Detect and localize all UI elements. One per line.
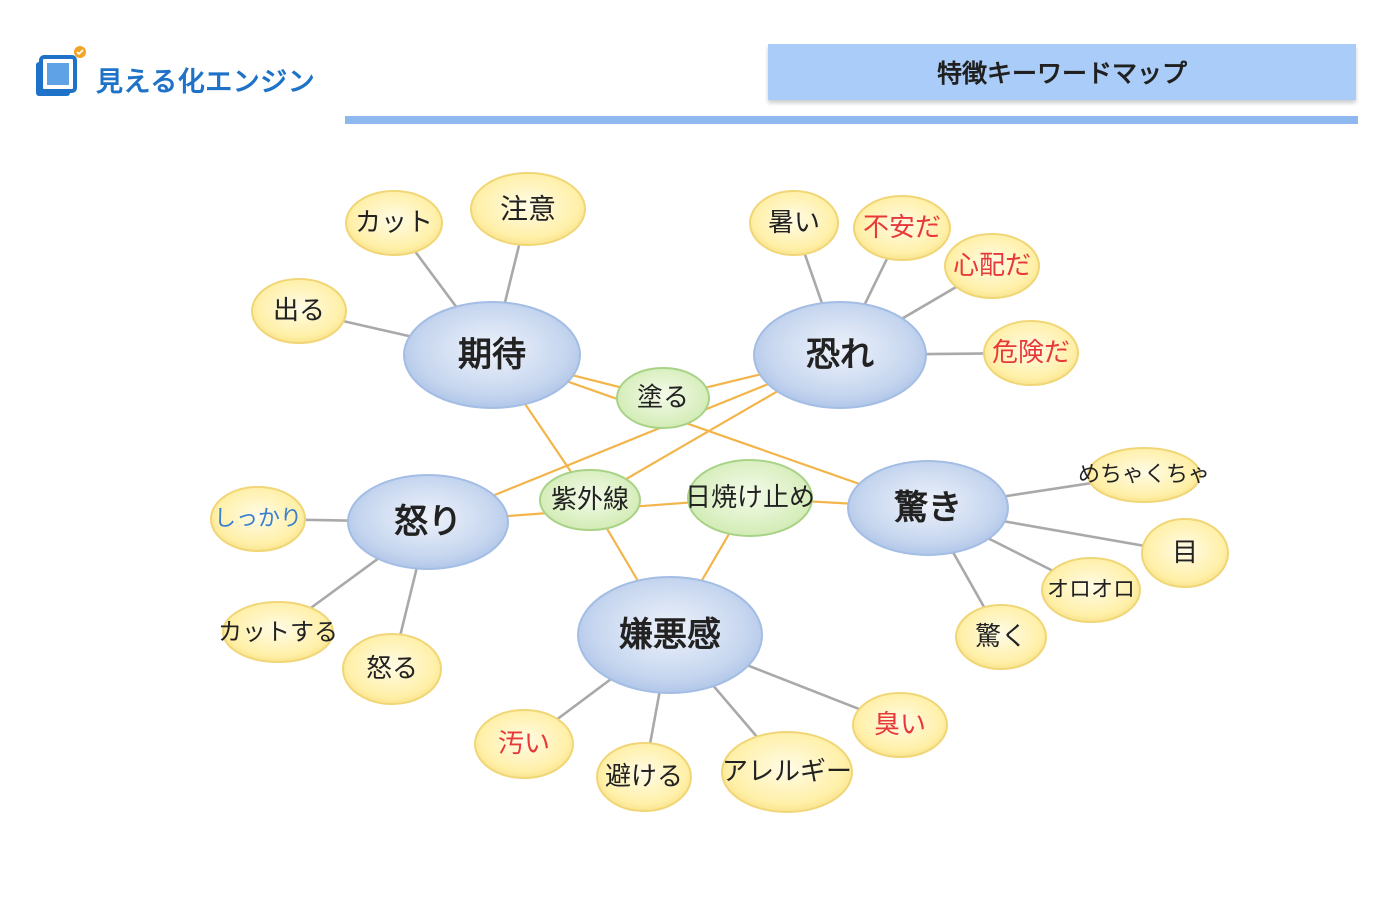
hub-node-ikari: 怒り — [347, 474, 509, 570]
leaf-node-l_kiken: 危険だ — [983, 320, 1079, 386]
hub-node-kitai: 期待 — [403, 301, 581, 409]
hub-node-osore: 恐れ — [753, 301, 927, 409]
leaf-node-l_me: 目 — [1141, 518, 1229, 588]
leaf-node-l_atsui: 暑い — [749, 190, 839, 256]
leaf-bubble — [470, 172, 586, 246]
leaf-node-l_kusai: 臭い — [852, 692, 948, 758]
leaf-label: 怒る — [366, 654, 418, 684]
hub-node-odoroki: 驚き — [847, 460, 1009, 556]
leaf-label: カット — [355, 208, 433, 238]
leaf-label: 驚く — [975, 622, 1027, 652]
leaf-label: 心配だ — [953, 251, 1031, 281]
leaf-bubble — [1041, 557, 1141, 623]
leaf-label: 避ける — [605, 762, 683, 792]
leaf-node-l_okoru: 怒る — [342, 633, 442, 705]
leaf-node-l_odoroku: 驚く — [955, 604, 1047, 670]
leaf-bubble — [251, 278, 347, 344]
leaf-label: アレルギー — [722, 757, 852, 787]
mid-bubble — [616, 367, 710, 429]
leaf-label: 危険だ — [992, 338, 1070, 368]
hub-label: 恐れ — [806, 335, 874, 375]
mid-node-nuru: 塗る — [616, 367, 710, 429]
leaf-bubble — [596, 742, 692, 812]
leaf-label: 暑い — [768, 208, 820, 238]
leaf-label: 不安だ — [863, 213, 941, 243]
leaf-bubble — [944, 233, 1040, 299]
hub-bubble — [403, 301, 581, 409]
hub-node-kenoukan: 嫌悪感 — [577, 576, 763, 694]
page-title: 特徴キーワードマップ — [768, 44, 1356, 100]
leaf-bubble — [1087, 447, 1201, 503]
leaf-bubble — [852, 692, 948, 758]
leaf-node-l_shinpai: 心配だ — [944, 233, 1040, 299]
mid-label: 紫外線 — [551, 485, 629, 515]
hub-bubble — [847, 460, 1009, 556]
leaf-label: 注意 — [500, 193, 556, 226]
leaf-bubble — [853, 195, 951, 261]
leaf-bubble — [983, 320, 1079, 386]
mid-bubble — [687, 459, 813, 537]
leaf-bubble — [1141, 518, 1229, 588]
leaf-node-l_deru: 出る — [251, 278, 347, 344]
leaf-bubble — [210, 486, 306, 552]
leaf-node-l_cutsuru: カットする — [218, 601, 338, 663]
mid-label: 日焼け止め — [685, 483, 815, 513]
leaf-bubble — [749, 190, 839, 256]
logo: 見える化エンジン — [32, 44, 315, 100]
leaf-bubble — [345, 190, 443, 256]
leaf-node-l_chuui: 注意 — [470, 172, 586, 246]
logo-text: 見える化エンジン — [96, 66, 316, 98]
leaf-label: 臭い — [874, 710, 926, 740]
hub-label: 嫌悪感 — [619, 615, 721, 655]
leaf-label: 出る — [273, 296, 325, 326]
hub-label: 怒り — [394, 502, 462, 542]
leaf-node-l_allergy: アレルギー — [721, 731, 853, 813]
leaf-label: カットする — [218, 618, 338, 646]
leaf-node-l_orooro: オロオロ — [1041, 557, 1141, 623]
mid-node-hiyakedome: 日焼け止め — [685, 459, 815, 537]
hub-label: 驚き — [894, 488, 962, 528]
leaf-label: 目 — [1172, 538, 1198, 568]
leaf-bubble — [222, 601, 334, 663]
leaf-label: オロオロ — [1047, 578, 1135, 603]
mid-label: 塗る — [637, 383, 689, 413]
header-rule — [345, 116, 1358, 124]
leaf-bubble — [721, 731, 853, 813]
leaf-bubble — [342, 633, 442, 705]
hub-label: 期待 — [458, 335, 526, 375]
leaf-node-l_mecha: めちゃくちゃ — [1078, 447, 1210, 503]
hub-bubble — [577, 576, 763, 694]
leaf-bubble — [955, 604, 1047, 670]
hub-bubble — [347, 474, 509, 570]
leaf-bubble — [474, 709, 574, 779]
leaf-node-l_fuan: 不安だ — [853, 195, 951, 261]
leaf-node-l_kitanai: 汚い — [474, 709, 574, 779]
leaf-node-l_sakeru: 避ける — [596, 742, 692, 812]
mid-bubble — [539, 469, 641, 531]
leaf-label: めちゃくちゃ — [1078, 463, 1210, 488]
logo-mark-icon — [36, 46, 86, 96]
leaf-node-l_shikkari: しっかり — [210, 486, 306, 552]
leaf-label: しっかり — [214, 507, 302, 532]
hub-bubble — [753, 301, 927, 409]
leaf-node-l_cut: カット — [345, 190, 443, 256]
leaf-label: 汚い — [498, 729, 550, 759]
mid-node-shigaisen: 紫外線 — [539, 469, 641, 531]
